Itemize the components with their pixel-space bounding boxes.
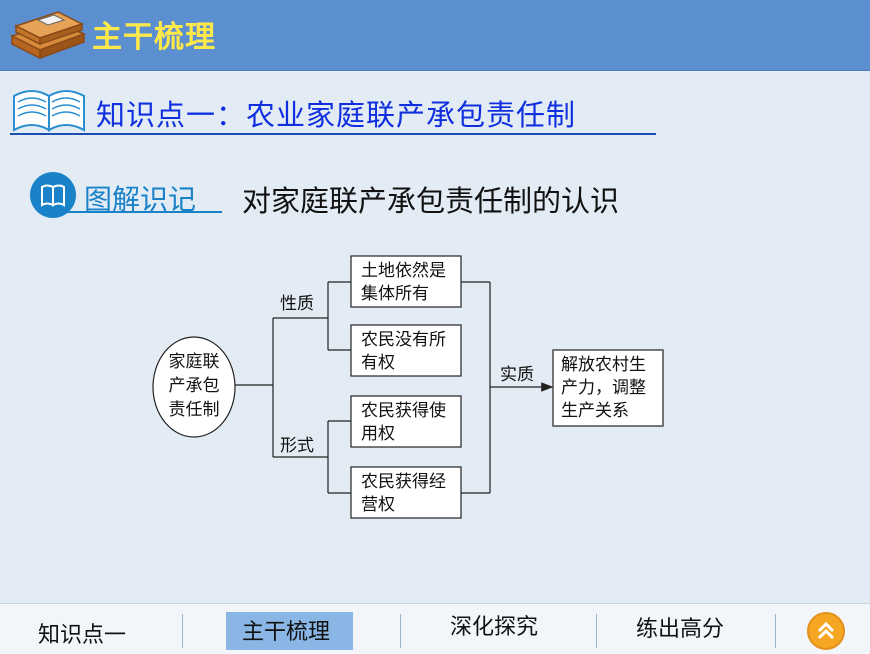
nav-practice[interactable]: 练出高分 [636,617,725,642]
box-use-right [350,395,462,448]
box1-line-1: 土地依然是 [361,261,446,281]
back-to-top-button[interactable] [807,612,845,650]
root-line-1: 家庭联 [169,352,220,372]
header-title: 主干梳理 [92,20,216,55]
bottom-nav: 知识点一 主干梳理 深化探究 练出高分 [0,603,870,654]
box-result [552,349,664,427]
book-stack-icon [10,11,87,60]
double-chevron-up-icon [817,621,835,640]
nav-active-highlight [226,612,353,650]
header-bar: 主干梳理 [0,0,870,71]
nav-divider [400,614,401,648]
root-ellipse [152,336,236,438]
box3-line-2: 用权 [361,424,395,444]
concept-diagram: 家庭联 产承包 责任制 性质 形式 土地依然是 集体所有 农民没有所 有权 农民… [152,255,664,519]
nav-divider [596,614,597,648]
box-no-ownership [350,324,462,377]
box4-line-1: 农民获得经 [361,472,446,492]
nav-knowledge-point[interactable]: 知识点一 [38,623,127,648]
box2-line-1: 农民没有所 [361,330,446,350]
box1-line-2: 集体所有 [361,284,429,304]
nav-divider [775,614,776,648]
nav-divider [182,614,183,648]
book-icon [41,184,65,207]
open-book-icon [13,90,85,132]
result-line-2: 产力，调整 [561,378,646,398]
box-management-right [350,466,462,519]
box4-line-2: 营权 [361,495,395,515]
title-underline [10,133,656,135]
branch-nature-label: 性质 [280,294,314,314]
root-line-2: 产承包 [169,376,220,396]
section-heading: 对家庭联产承包责任制的认识 [242,184,620,218]
essence-label: 实质 [500,365,534,385]
section-label[interactable]: 图解识记 [84,183,197,216]
result-line-3: 生产关系 [561,401,629,421]
section-underline [64,211,222,213]
box2-line-2: 有权 [361,353,395,373]
branch-form-label: 形式 [280,436,314,456]
result-line-1: 解放农村生 [561,355,646,375]
root-line-3: 责任制 [169,400,220,420]
box3-line-1: 农民获得使 [361,400,446,421]
nav-main-review[interactable]: 主干梳理 [242,620,331,645]
knowledge-point-title: 知识点一：农业家庭联产承包责任制 [96,98,577,132]
nav-deep-explore[interactable]: 深化探究 [450,615,539,640]
section-badge [30,172,76,218]
box-land-collective [350,255,462,308]
